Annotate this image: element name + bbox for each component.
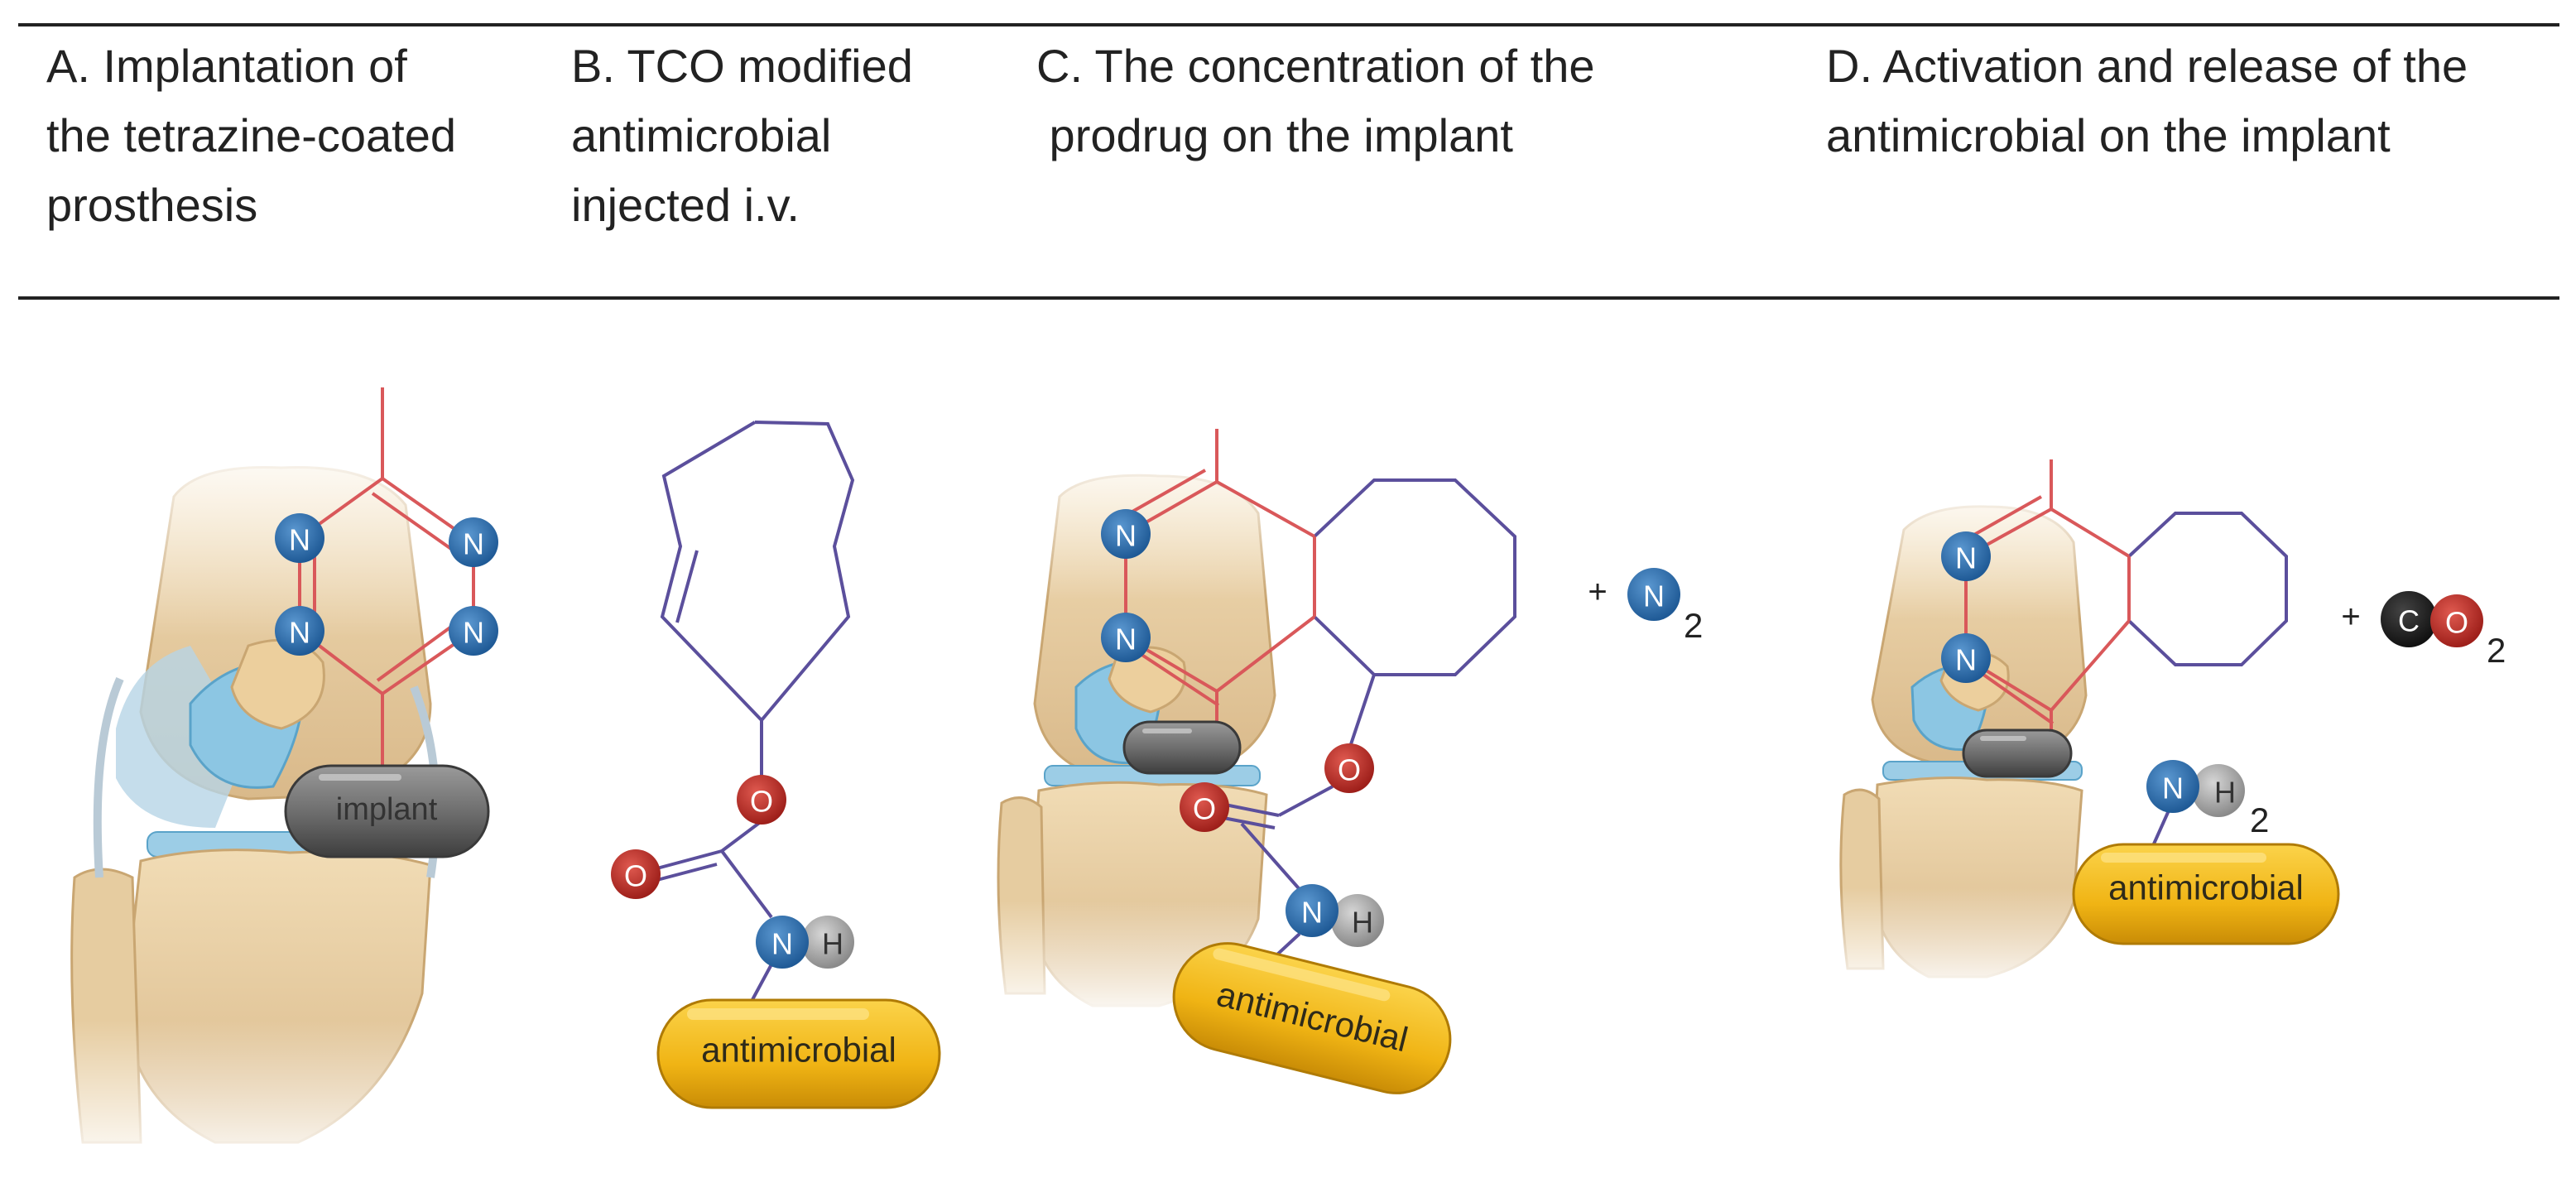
header-col-a-line2: the tetrazine-coated xyxy=(46,109,456,161)
antimicrobial-pill: antimicrobial xyxy=(656,998,941,1109)
panel-c: N N O O H N antimicrobial + N 2 xyxy=(993,429,1703,1094)
bond xyxy=(1278,785,1334,817)
bond xyxy=(1348,674,1376,750)
header-col-d-line2: antimicrobial on the implant xyxy=(1826,109,2391,161)
header-col-a-line3: prosthesis xyxy=(46,179,258,231)
atom-label: O xyxy=(2445,606,2468,640)
atom-label: H xyxy=(1352,906,1373,940)
atom-label: N xyxy=(289,523,310,557)
nitrogen-atom: N xyxy=(275,513,324,563)
bond xyxy=(653,863,718,882)
tco-ring xyxy=(2127,512,2288,666)
oxygen-atom: O xyxy=(737,775,786,825)
panel-a: N N N N implant xyxy=(50,387,498,1159)
nitrogen-atom: N xyxy=(1941,531,1991,581)
header-col-c-line2: prodrug on the implant xyxy=(1036,109,1513,161)
panel-b: O O H N antimicrobial xyxy=(611,421,941,1109)
atom-label: H xyxy=(2214,776,2236,810)
nitrogen-atom: N xyxy=(1286,884,1338,937)
oxygen-atom: O xyxy=(1180,782,1229,832)
nitrogen-atom: N xyxy=(449,606,498,656)
bond xyxy=(1223,816,1276,829)
antimicrobial-label: antimicrobial xyxy=(701,1031,896,1070)
antimicrobial-label: antimicrobial xyxy=(2108,868,2304,907)
subscript: 2 xyxy=(1684,606,1703,645)
nitrogen-atom: N xyxy=(756,916,809,969)
header-col-a-line1: A. Implantation of xyxy=(46,40,407,92)
implant xyxy=(1962,728,2073,778)
bond xyxy=(720,849,773,919)
atom-label: N xyxy=(463,616,484,650)
nitrogen-gas-product: + N 2 xyxy=(1588,568,1703,645)
bond xyxy=(376,621,459,682)
atom-label: N xyxy=(1955,541,1977,575)
tco-ring xyxy=(1313,478,1516,676)
header-col-b-line2: antimicrobial xyxy=(571,109,832,161)
bond xyxy=(720,820,763,853)
subscript: 2 xyxy=(2487,631,2506,670)
nitrogen-atom: N xyxy=(449,517,498,567)
hydrogen-atom: H xyxy=(1331,894,1384,947)
atom-label: N xyxy=(1115,519,1137,553)
subscript: 2 xyxy=(2250,801,2269,839)
panel-d: N N + C O 2 H N 2 antimicrobial xyxy=(1838,459,2506,985)
header-col-b: B. TCO modified antimicrobial injected i… xyxy=(571,31,913,240)
antimicrobial-pill: antimicrobial xyxy=(1172,942,1452,1094)
implant-label: implant xyxy=(336,792,438,827)
atom-label: N xyxy=(771,927,793,961)
atom-label: N xyxy=(1115,623,1137,656)
atom-label: N xyxy=(1643,579,1665,613)
atom-label: H xyxy=(822,927,843,961)
implant xyxy=(1122,720,1242,775)
plus-sign: + xyxy=(1588,574,1607,610)
nitrogen-atom: N xyxy=(275,606,324,656)
header-bottom-rule xyxy=(18,296,2559,300)
atom-label: O xyxy=(1338,753,1361,787)
header-col-c: C. The concentration of the prodrug on t… xyxy=(1036,31,1595,171)
atom-label: N xyxy=(2162,772,2184,805)
plus-sign: + xyxy=(2341,599,2360,635)
oxygen-atom: O xyxy=(611,849,661,899)
header-col-d-line1: D. Activation and release of the xyxy=(1826,40,2468,92)
atom-label: O xyxy=(1193,792,1216,826)
antimicrobial-pill: antimicrobial xyxy=(2072,843,2340,945)
hydrogen-atom: H xyxy=(801,916,854,969)
bond xyxy=(1240,822,1305,896)
atom-label: C xyxy=(2398,604,2420,638)
header-col-b-line3: injected i.v. xyxy=(571,179,800,231)
carbon-dioxide-product: + C O 2 xyxy=(2341,591,2506,670)
atom-label: N xyxy=(463,527,484,561)
atom-label: O xyxy=(624,859,647,893)
nitrogen-atom: N xyxy=(1941,633,1991,683)
atom-label: O xyxy=(750,785,773,819)
header-col-b-line1: B. TCO modified xyxy=(571,40,913,92)
atom-label: N xyxy=(1955,643,1977,677)
implant: implant xyxy=(284,764,490,858)
header-col-a: A. Implantation of the tetrazine-coated … xyxy=(46,31,456,240)
tetrazine-structure: N N N N xyxy=(275,387,498,782)
atom-label: N xyxy=(1301,896,1323,930)
oxygen-atom: O xyxy=(1324,743,1374,793)
nitrogen-atom: N xyxy=(1101,509,1151,559)
tco-ring xyxy=(660,421,855,723)
top-rule xyxy=(18,23,2559,26)
header-col-c-line1: C. The concentration of the xyxy=(1036,40,1595,92)
bond xyxy=(653,849,723,871)
atom-label: N xyxy=(289,616,310,650)
header-col-d: D. Activation and release of the antimic… xyxy=(1826,31,2468,171)
nitrogen-atom: N xyxy=(1101,613,1151,662)
amine-group: H N 2 xyxy=(2146,760,2269,839)
bond xyxy=(1224,803,1280,817)
bond xyxy=(371,492,459,555)
